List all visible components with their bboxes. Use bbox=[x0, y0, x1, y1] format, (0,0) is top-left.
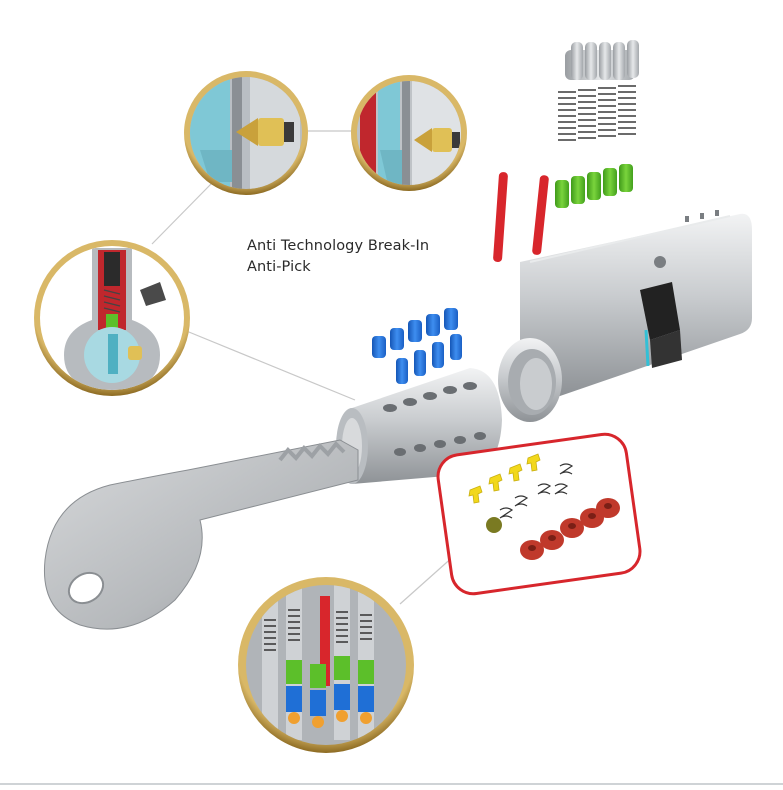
cylinder-body-icon bbox=[498, 210, 752, 422]
medallion-detail-icon bbox=[184, 71, 308, 195]
spring-group bbox=[558, 85, 636, 141]
caption-line-1: Anti Technology Break-In bbox=[247, 238, 430, 254]
feature-caption: Anti Technology Break-In Anti-Pick bbox=[247, 236, 429, 278]
caption-line-2: Anti-Pick bbox=[247, 259, 311, 275]
blue-pin-group bbox=[372, 308, 462, 384]
medallion-detail-icon bbox=[351, 75, 467, 191]
green-pin-group bbox=[555, 164, 633, 208]
medallion-detail-icon bbox=[238, 577, 414, 753]
top-pin-group bbox=[565, 40, 639, 80]
red-rod-group bbox=[493, 172, 549, 262]
callout-lines bbox=[151, 130, 456, 605]
key-icon bbox=[43, 439, 359, 630]
bottom-divider bbox=[0, 783, 783, 785]
security-parts-frame bbox=[436, 432, 642, 596]
medallion-detail-icon bbox=[34, 240, 190, 396]
